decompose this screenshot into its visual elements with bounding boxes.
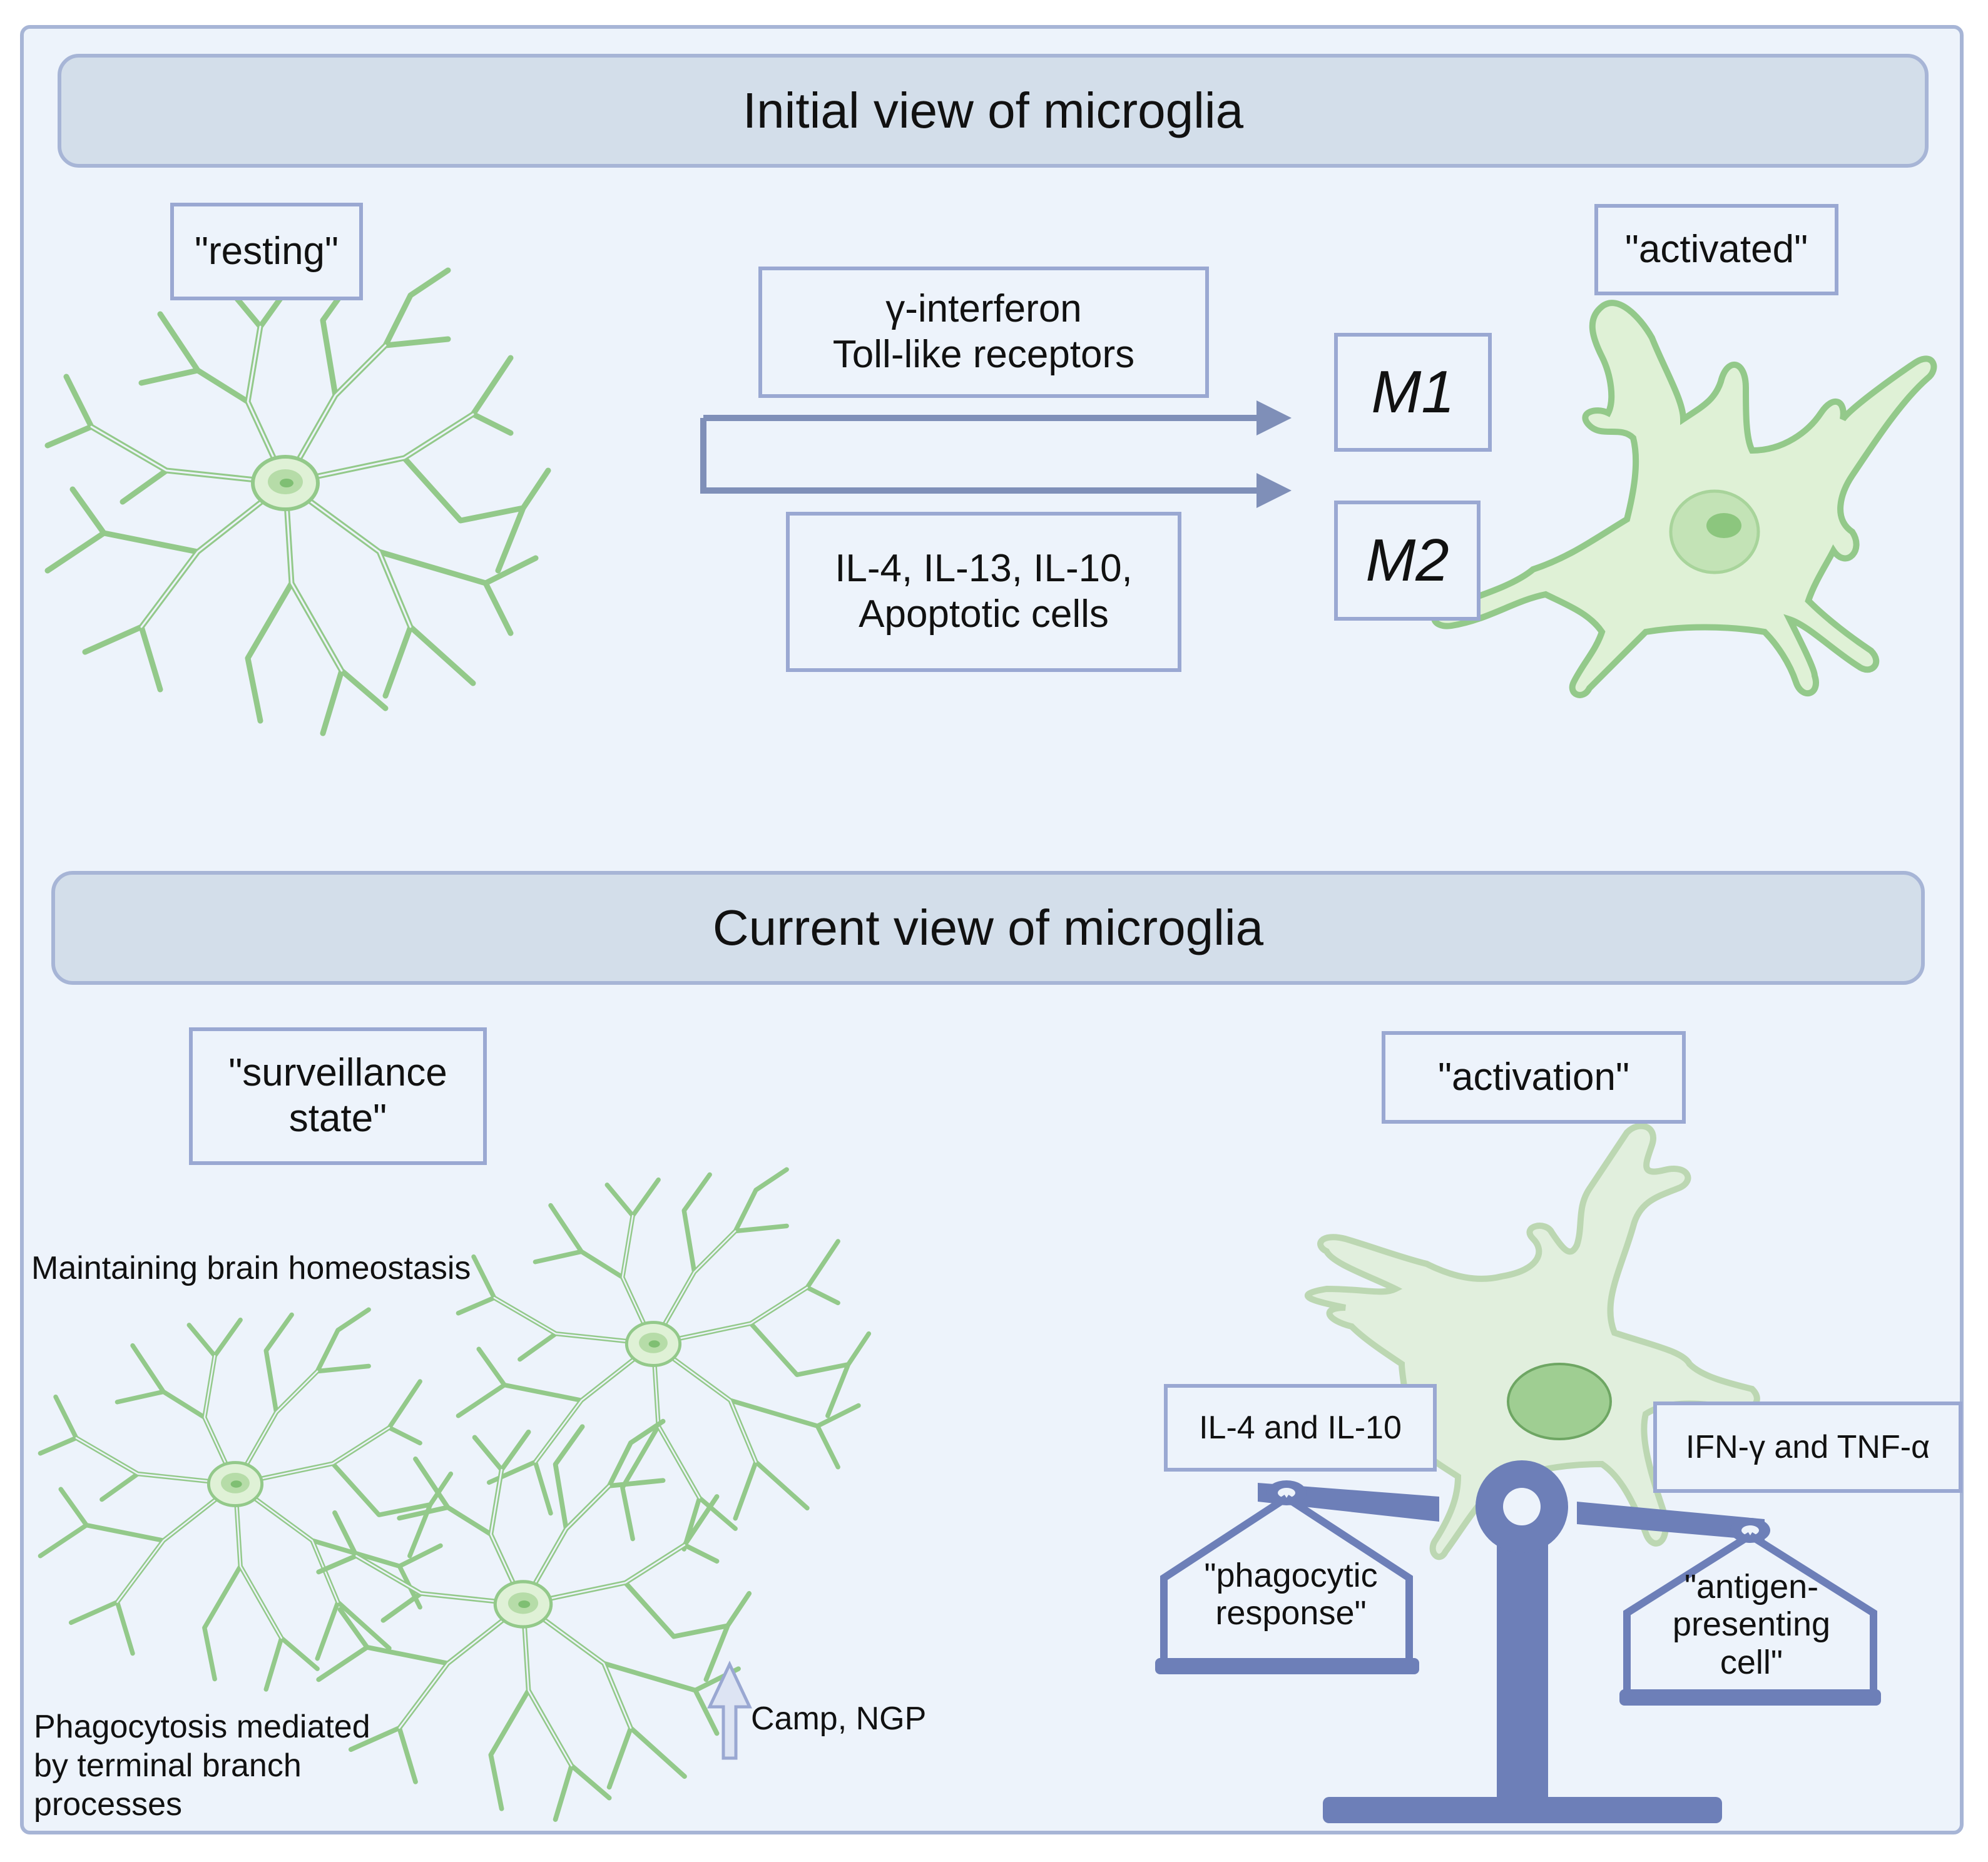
right-pan-label: "antigen- presenting cell" — [1629, 1568, 1873, 1681]
right-pan-line: presenting — [1672, 1605, 1831, 1644]
m2-stimulus: IL-4, IL-13, IL-10, — [835, 547, 1133, 591]
left-pan-line: response" — [1215, 1594, 1367, 1632]
surveillance-label: "surveillance — [228, 1051, 447, 1095]
amoeboid-microglia-icon — [1305, 1122, 1760, 1560]
m1-stimulus: γ-interferon — [885, 287, 1082, 331]
m2-box: M2 — [1334, 501, 1481, 621]
current-view-banner: Current view of microglia — [51, 871, 1925, 985]
nucleus — [1507, 1363, 1612, 1440]
left-cytokines-box: IL-4 and IL-10 — [1164, 1384, 1437, 1472]
activated-label: "activated" — [1624, 227, 1808, 271]
m1-label: M1 — [1371, 358, 1455, 425]
left-pan-label: "phagocytic response" — [1169, 1557, 1413, 1632]
left-cytokines-label: IL-4 and IL-10 — [1199, 1409, 1402, 1446]
arrow-to-m1 — [1257, 400, 1292, 435]
m2-stimuli-box: IL-4, IL-13, IL-10, Apoptotic cells — [786, 512, 1181, 672]
amoeboid-microglia-icon — [1430, 300, 1937, 698]
resting-label-box: "resting" — [170, 203, 363, 300]
phagocytosis-line: by terminal branch — [34, 1747, 302, 1784]
activation-label: "activation" — [1438, 1055, 1629, 1099]
stimulus-arrows — [700, 415, 1258, 494]
activated-label-box: "activated" — [1594, 204, 1838, 295]
right-pan-line: cell" — [1720, 1643, 1783, 1681]
initial-view-banner: Initial view of microglia — [58, 54, 1929, 168]
current-view-title: Current view of microglia — [712, 900, 1264, 955]
phagocytosis-line: Phagocytosis mediated — [34, 1709, 370, 1745]
m1-box: M1 — [1334, 333, 1492, 452]
ramified-microglia-icon — [48, 270, 548, 733]
resting-label: "resting" — [194, 229, 339, 273]
initial-view-title: Initial view of microglia — [742, 83, 1244, 138]
balance-scale-icon — [1155, 1460, 1881, 1823]
homeostasis-text: Maintaining brain homeostasis — [31, 1250, 471, 1286]
right-cytokines-label: IFN-γ and TNF-α — [1685, 1428, 1930, 1465]
up-arrow-icon — [707, 1661, 752, 1760]
left-pan-line: "phagocytic — [1204, 1557, 1378, 1594]
m2-stimulus: Apoptotic cells — [859, 593, 1109, 636]
phagocytosis-line: processes — [34, 1786, 182, 1823]
right-cytokines-box: IFN-γ and TNF-α — [1653, 1402, 1962, 1493]
m2-label: M2 — [1365, 526, 1449, 594]
m1-stimuli-box: γ-interferon Toll-like receptors — [758, 267, 1209, 398]
surveillance-label: state" — [288, 1097, 387, 1140]
right-pan-line: "antigen- — [1684, 1568, 1819, 1605]
surveillance-label-box: "surveillance state" — [189, 1027, 487, 1165]
ramified-microglia-icon — [458, 1169, 869, 1549]
activation-label-box: "activation" — [1382, 1031, 1686, 1124]
ramified-microglia-icon — [319, 1422, 749, 1819]
ramified-microglia-icon — [40, 1310, 451, 1689]
phagocytosis-text: Phagocytosis mediated by terminal branch… — [34, 1708, 370, 1824]
upregulation-text: Camp, NGP — [751, 1701, 927, 1737]
arrow-to-m2 — [1257, 473, 1292, 508]
m1-stimulus: Toll-like receptors — [832, 333, 1135, 376]
